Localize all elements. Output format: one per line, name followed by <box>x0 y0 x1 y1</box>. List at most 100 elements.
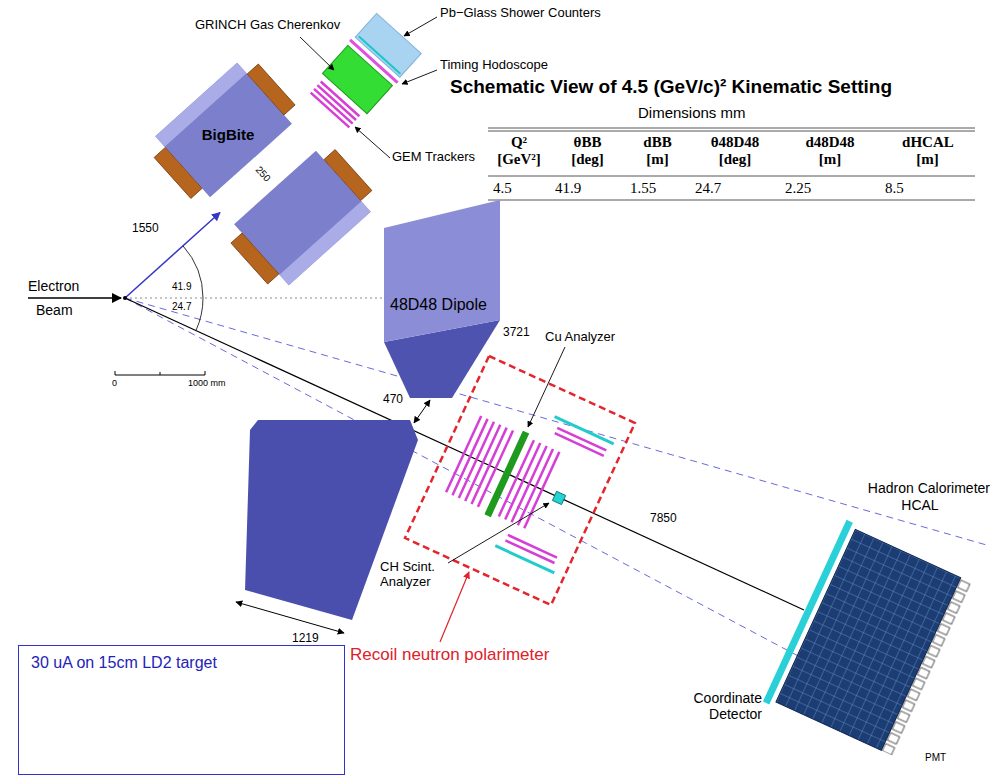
polarimeter-region <box>405 356 635 605</box>
diagram-title: Schematic View of 4.5 (GeV/c)² Kinematic… <box>450 76 892 98</box>
table-header-cell: Q² [GeV²] <box>497 134 541 169</box>
leader-line <box>355 127 390 158</box>
dimension-label: 3721 <box>503 326 530 340</box>
table-rule <box>488 131 975 132</box>
neutron-arm-line <box>125 298 804 610</box>
table-header-cell: θ48D48 [deg] <box>711 134 760 169</box>
part-label: PMT <box>925 752 946 764</box>
target-point <box>123 296 127 300</box>
table-rule <box>488 128 975 129</box>
note-box: 30 uA on 15cm LD2 target <box>18 645 345 775</box>
part-label: Hadron Calorimeter <box>850 480 990 496</box>
gem-plane <box>499 440 534 516</box>
table-rule <box>488 200 975 201</box>
table-value-cell: 2.25 <box>780 180 880 197</box>
subtitle: Dimensions mm <box>638 104 746 121</box>
node-text: BigBite <box>202 126 255 143</box>
cu-analyzer <box>484 431 529 518</box>
gem-plane <box>505 443 540 519</box>
scale-bar <box>115 371 205 375</box>
scale-tick <box>115 371 116 375</box>
dimension-label: 1219 <box>292 632 319 646</box>
magnet-coil <box>231 233 279 284</box>
region-label: Recoil neutron polarimeter <box>350 645 549 665</box>
leader-line <box>300 37 334 70</box>
gem-plane <box>452 419 487 495</box>
angle-label: 24.7 <box>172 301 191 313</box>
side-scintillator <box>495 546 554 573</box>
angle-arc <box>196 298 203 331</box>
table-cell: dHCAL [m] <box>880 134 975 169</box>
dipole-lower-yoke <box>245 420 418 620</box>
shower-counter <box>355 13 421 77</box>
table-cell: d48D48 [m] <box>780 134 880 169</box>
part-label: GEM Trackers <box>392 150 475 165</box>
table-value-cell: 1.55 <box>625 180 690 197</box>
dimension-label: 1550 <box>132 222 159 236</box>
table-value-cell: 4.5 <box>488 180 550 197</box>
dimension-label: 250 <box>253 164 273 184</box>
beam-label: Electron <box>28 278 79 294</box>
scale-tick <box>160 372 161 375</box>
scale-tick <box>205 371 206 375</box>
electron-arm-line <box>125 213 220 299</box>
table-cell: θ48D48 [deg] <box>690 134 780 169</box>
table-cell: Q² [GeV²] <box>488 134 550 169</box>
neutron-polarimeter <box>434 389 613 573</box>
table-value-cell: 24.7 <box>690 180 780 197</box>
dimension-label: 470 <box>383 393 403 407</box>
dipole-magnet: 48D48 Dipole <box>384 200 500 342</box>
electron-beam-arrow <box>28 297 121 299</box>
table-value-cell: 41.9 <box>550 180 625 197</box>
side-gem <box>555 433 604 456</box>
acceptance-line <box>125 298 800 657</box>
scale-label: 0 <box>112 378 117 388</box>
table-value-cell: 8.5 <box>880 180 975 197</box>
magnet-face <box>279 201 370 285</box>
part-label: Timing Hodoscope <box>440 58 548 73</box>
leader-line <box>404 17 437 36</box>
leader-line <box>528 347 565 427</box>
magnet-label-node: BigBite <box>202 126 255 143</box>
dipole-shape <box>384 200 500 342</box>
beam-label: Beam <box>36 302 73 318</box>
table-header-cell: dHCAL [m] <box>902 134 953 169</box>
ch-scintillator <box>552 491 565 504</box>
magnet-coil <box>154 147 202 198</box>
part-label: Coordinate Detector <box>672 690 762 722</box>
gem-plane <box>459 422 494 498</box>
width-dimension-line <box>236 602 344 633</box>
gem-plane <box>512 446 547 522</box>
part-label: Pb−Glass Shower Counters <box>440 6 601 21</box>
node-text: 48D48 Dipole <box>390 296 487 314</box>
gem-plane <box>518 449 553 525</box>
magnet-coil <box>247 64 295 115</box>
side-gem <box>505 540 554 563</box>
preshower-strip <box>358 36 401 75</box>
dipole-yoke <box>384 200 500 342</box>
pmt-row <box>881 578 971 756</box>
magnet-coil <box>324 150 372 201</box>
gap-dimension-line <box>414 400 430 423</box>
table-rules <box>488 128 975 200</box>
leader-line <box>402 70 437 84</box>
table-cell: θBB [deg] <box>550 134 625 169</box>
table-rule <box>488 176 975 177</box>
table-cell: dBB [m] <box>625 134 690 169</box>
table-header-cell: θBB [deg] <box>571 134 604 169</box>
hadron-calorimeter <box>763 520 974 760</box>
part-label: CH Scint. Analyzer <box>380 560 448 590</box>
gem-plane <box>446 416 481 492</box>
scale-label: 1000 mm <box>188 378 226 388</box>
part-label: Cu Analyzer <box>545 330 615 345</box>
part-label: HCAL <box>850 497 990 513</box>
node-text: 30 uA on 15cm LD2 target <box>31 654 332 672</box>
table-header-cell: dBB [m] <box>643 134 671 169</box>
dimension-label: 7850 <box>650 512 677 526</box>
leader-line <box>440 572 469 642</box>
angle-label: 41.9 <box>172 281 191 293</box>
part-label: GRINCH Gas Cherenkov <box>195 18 340 33</box>
table-header-cell: d48D48 [m] <box>805 134 854 169</box>
gem-plane <box>465 425 500 501</box>
